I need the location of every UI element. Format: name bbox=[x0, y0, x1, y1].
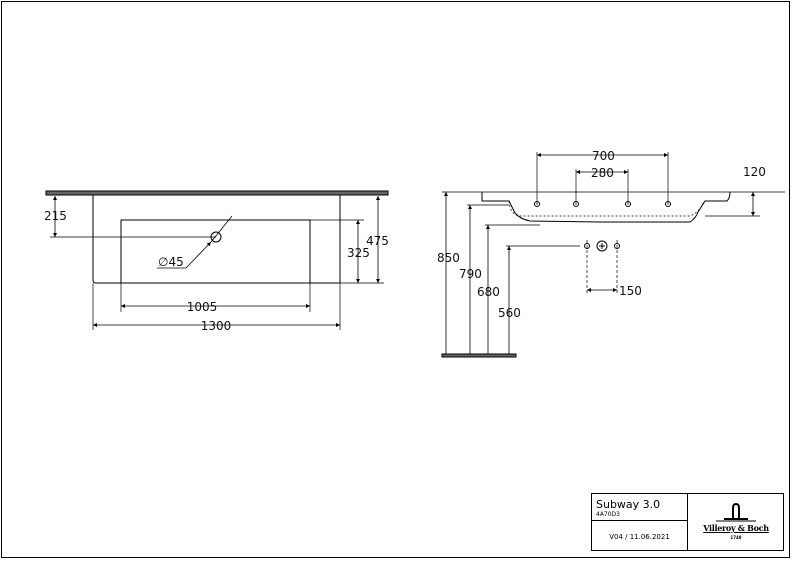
title-block: Subway 3.0 4A70D3 V04 / 11.06.2021 Ville… bbox=[591, 493, 784, 551]
dim-325: 325 bbox=[347, 246, 370, 260]
dim-1005: 1005 bbox=[187, 300, 218, 314]
brand-name: Villeroy & Boch bbox=[703, 523, 769, 533]
brand-year: 1748 bbox=[730, 535, 742, 540]
dim-215: 215 bbox=[44, 209, 67, 223]
side-view bbox=[441, 152, 785, 358]
bowl-outline bbox=[120, 219, 311, 284]
drain-fittings bbox=[584, 240, 620, 252]
dim-280: 280 bbox=[591, 166, 614, 180]
basin-profile bbox=[481, 191, 731, 223]
mounting-holes bbox=[534, 201, 671, 207]
dim-475: 475 bbox=[366, 234, 389, 248]
dim-700: 700 bbox=[592, 149, 615, 163]
product-name: Subway 3.0 bbox=[596, 498, 661, 511]
dim-680: 680 bbox=[477, 285, 500, 299]
wall-hatch bbox=[45, 190, 389, 196]
logo-emblem-icon bbox=[716, 502, 756, 522]
floor-hatch bbox=[441, 353, 517, 358]
dim-150: 150 bbox=[619, 284, 642, 298]
dim-560: 560 bbox=[498, 306, 521, 320]
brand-logo: Villeroy & Boch 1748 bbox=[688, 494, 783, 550]
dim-1300: 1300 bbox=[201, 319, 232, 333]
dim-790: 790 bbox=[459, 267, 482, 281]
version-date: V04 / 11.06.2021 bbox=[609, 533, 670, 541]
top-view bbox=[45, 190, 389, 330]
dim-120: 120 bbox=[743, 165, 766, 179]
dim-diameter-45: ∅45 bbox=[158, 255, 184, 269]
dim-850: 850 bbox=[437, 251, 460, 265]
basin-outline bbox=[92, 195, 341, 284]
product-code: 4A70D3 bbox=[596, 511, 620, 518]
